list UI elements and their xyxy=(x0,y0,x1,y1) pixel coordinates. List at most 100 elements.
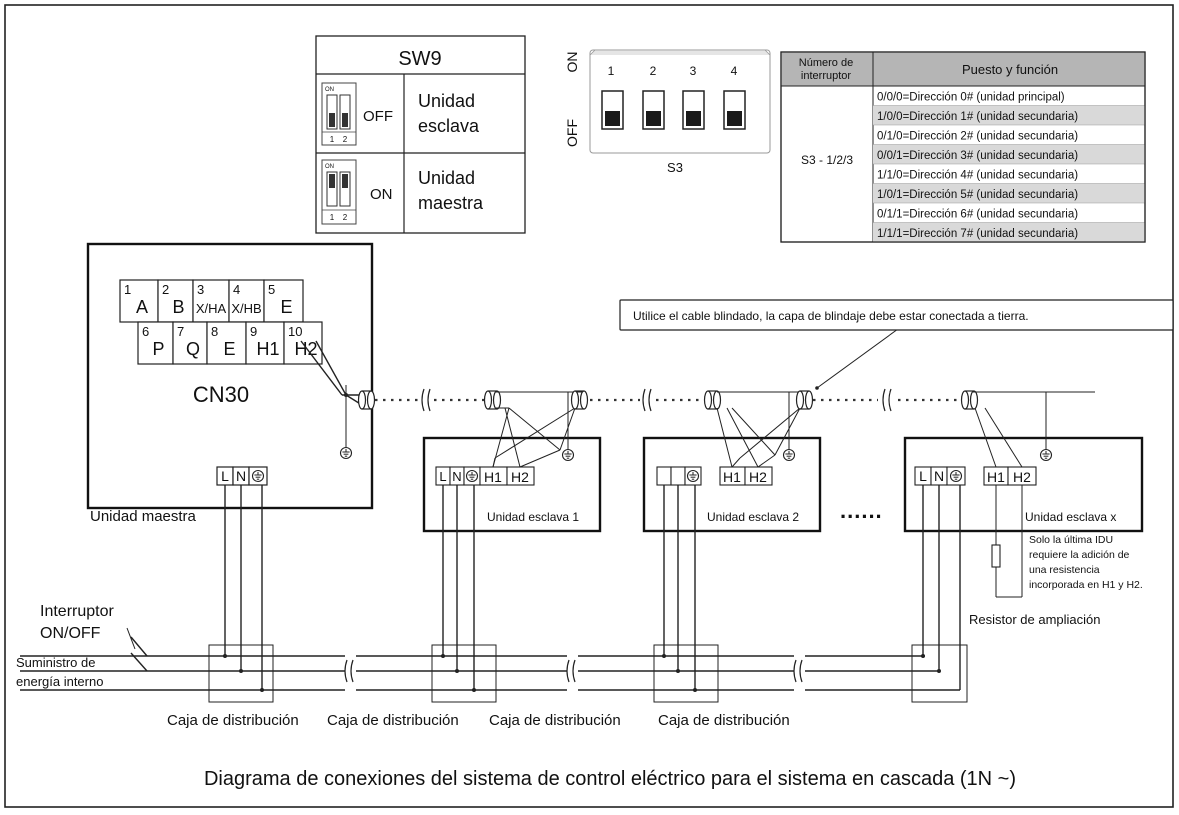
cn30-terminal-name: A xyxy=(136,297,148,317)
supply-label-line2: energía interno xyxy=(16,674,103,689)
resistor-label: Resistor de ampliación xyxy=(969,612,1101,627)
slave-x-terminals: L N H1 H2 xyxy=(914,466,1037,486)
cn30-terminal-number: 8 xyxy=(211,324,218,339)
s3-switch-1-label: 1 xyxy=(608,64,615,78)
sw9-table: SW9 ON 1 2 OFF Unidad esclava ON 1 2 xyxy=(315,35,526,234)
sw9-on-dip-icon: ON 1 2 xyxy=(321,159,357,225)
s3-on-label: ON xyxy=(564,52,580,73)
svg-text:N: N xyxy=(934,468,944,484)
svg-text:L: L xyxy=(919,468,927,484)
cn30-terminal-number: 5 xyxy=(268,282,275,297)
sw9-row1-line1: Unidad xyxy=(418,91,475,111)
slave-1-terminals: L N H1 H2 xyxy=(435,466,535,486)
table-switch-label: S3 - 1/2/3 xyxy=(801,153,853,167)
sw9-row2-line1: Unidad xyxy=(418,168,475,188)
svg-text:H2: H2 xyxy=(749,469,767,485)
sw9-off-dip-icon: ON 1 2 xyxy=(321,82,357,146)
svg-text:N: N xyxy=(452,469,461,484)
sw9-title: SW9 xyxy=(398,48,441,70)
cn30-terminal-name: H1 xyxy=(256,339,279,359)
table-header-col1-line2: interruptor xyxy=(801,70,851,82)
slave-unit-2-label: Unidad esclava 2 xyxy=(707,510,799,524)
table-row: 0/0/1=Dirección 3# (unidad secundaria) xyxy=(877,150,1078,162)
cn30-terminal-name: H2 xyxy=(294,339,317,359)
svg-text:N: N xyxy=(236,468,246,484)
svg-text:H2: H2 xyxy=(511,469,529,485)
svg-text:ON: ON xyxy=(325,164,334,170)
distribution-box-label-2: Caja de distribución xyxy=(327,712,459,729)
table-row: 1/1/0=Dirección 4# (unidad secundaria) xyxy=(877,170,1078,182)
cn30-terminal-number: 1 xyxy=(124,282,131,297)
cn30-terminal-name: E xyxy=(280,297,292,317)
sw9-row2-line2: maestra xyxy=(418,193,484,213)
cn30-terminal-name: Q xyxy=(186,339,200,359)
distribution-box-label-1: Caja de distribución xyxy=(167,712,299,729)
svg-text:1: 1 xyxy=(330,135,335,144)
cn30-terminal-number: 4 xyxy=(233,282,240,297)
address-table: Número de interruptor Puesto y función S… xyxy=(780,51,1146,243)
s3-off-label: OFF xyxy=(564,119,580,147)
table-row: 1/1/1=Dirección 7# (unidad secundaria) xyxy=(877,228,1078,240)
supply-label-line1: Suministro de xyxy=(16,655,95,670)
note-line2: requiere la adición de xyxy=(1029,549,1130,561)
table-row: 1/0/0=Dirección 1# (unidad secundaria) xyxy=(877,111,1078,123)
master-power-terminals: L N xyxy=(216,466,268,486)
table-row: 1/0/1=Dirección 5# (unidad secundaria) xyxy=(877,189,1078,201)
cn30-terminal-number: 6 xyxy=(142,324,149,339)
svg-text:H1: H1 xyxy=(987,469,1005,485)
svg-text:2: 2 xyxy=(343,213,348,222)
switch-label-line1: Interruptor xyxy=(40,603,114,620)
svg-text:L: L xyxy=(221,468,229,484)
svg-text:H1: H1 xyxy=(723,469,741,485)
s3-dip-switch: ON OFF 1 2 3 4 S3 xyxy=(564,49,771,175)
cn30-terminal-name: E xyxy=(223,339,235,359)
cn30-terminal-number: 9 xyxy=(250,324,257,339)
note-line1: Solo la última IDU xyxy=(1029,534,1113,546)
table-row: 0/1/0=Dirección 2# (unidad secundaria) xyxy=(877,131,1078,143)
svg-text:2: 2 xyxy=(343,135,348,144)
cn30-terminal-number: 7 xyxy=(177,324,184,339)
slave-2-terminals: H1 H2 xyxy=(656,466,773,486)
table-row: 0/1/1=Dirección 6# (unidad secundaria) xyxy=(877,209,1078,221)
cn30-terminal-name: P xyxy=(152,339,164,359)
shielded-communication-cable xyxy=(300,328,1095,468)
cn30-terminal-name: B xyxy=(172,297,184,317)
note-line4: incorporada en H1 y H2. xyxy=(1029,579,1143,591)
table-header-col2: Puesto y función xyxy=(962,62,1058,77)
note-line3: una resistencia xyxy=(1029,564,1100,576)
s3-label: S3 xyxy=(667,160,683,175)
slave-unit-1-label: Unidad esclava 1 xyxy=(487,510,579,524)
cn30-terminal-number: 10 xyxy=(288,324,302,339)
s3-switch-4-label: 4 xyxy=(731,64,738,78)
svg-text:H2: H2 xyxy=(1013,469,1031,485)
table-header-col1-line1: Número de xyxy=(799,57,853,69)
cn30-terminal-number: 2 xyxy=(162,282,169,297)
table-row: 0/0/0=Dirección 0# (unidad principal) xyxy=(877,92,1065,104)
cn30-terminal-name: X/HB xyxy=(231,301,261,316)
expansion-resistor xyxy=(991,485,1023,598)
master-unit-label: Unidad maestra xyxy=(90,508,197,525)
callout-text: Utilice el cable blindado, la capa de bl… xyxy=(633,309,1029,323)
power-wiring xyxy=(20,485,968,703)
svg-text:ON: ON xyxy=(325,87,334,93)
s3-switch-3-label: 3 xyxy=(690,64,697,78)
cn30-terminal-name: X/HA xyxy=(196,301,227,316)
diagram-caption: Diagrama de conexiones del sistema de co… xyxy=(204,768,1016,790)
svg-text:H1: H1 xyxy=(484,469,502,485)
distribution-box-label-3: Caja de distribución xyxy=(489,712,621,729)
sw9-row1-line2: esclava xyxy=(418,116,480,136)
cn30-terminal-number: 3 xyxy=(197,282,204,297)
s3-switch-2-label: 2 xyxy=(650,64,657,78)
sw9-row1-state: OFF xyxy=(363,108,393,125)
more-units-ellipsis: ...... xyxy=(840,498,883,523)
svg-text:1: 1 xyxy=(330,213,335,222)
distribution-box-label-4: Caja de distribución xyxy=(658,712,790,729)
cn30-label: CN30 xyxy=(193,382,249,407)
slave-unit-x-label: Unidad esclava x xyxy=(1025,510,1116,524)
switch-label-line2: ON/OFF xyxy=(40,625,101,642)
shielded-cable-callout: Utilice el cable blindado, la capa de bl… xyxy=(619,299,1174,331)
sw9-row2-state: ON xyxy=(370,186,393,203)
svg-text:L: L xyxy=(439,469,446,484)
